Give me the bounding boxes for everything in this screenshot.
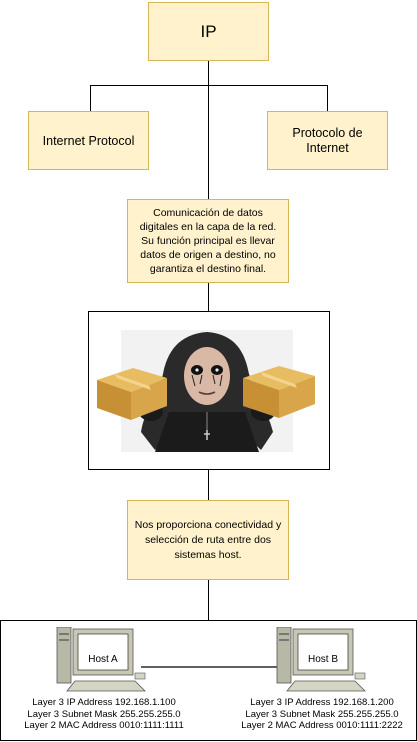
description-box: Comunicación de datos digitales en la ca…: [127, 199, 289, 283]
host-a-ip: Layer 3 IP Address 192.168.1.100: [32, 697, 176, 708]
connector-desc-image: [208, 283, 209, 311]
ip-title: IP: [200, 21, 217, 41]
host-b-mac: Layer 2 MAC Address 0010:1111:2222: [241, 720, 403, 731]
internet-protocol-box: Internet Protocol: [28, 111, 149, 170]
image-frame: [88, 311, 330, 470]
protocolo-internet-label: Protocolo de Internet: [292, 125, 363, 155]
protocolo-internet-box: Protocolo de Internet: [267, 111, 388, 170]
connector-image-conn: [208, 470, 209, 500]
network-frame: Host A Host B Layer 3 IP Address 192.168…: [0, 620, 417, 741]
connector-center: [208, 85, 209, 199]
connectivity-box: Nos proporciona conectividad y selección…: [127, 500, 289, 580]
host-b-mask: Layer 3 Subnet Mask 255.255.255.0: [245, 708, 399, 720]
host-b-ip: Layer 3 IP Address 192.168.1.200: [250, 697, 394, 708]
host-a-mac: Layer 2 MAC Address 0010:1111:1111: [24, 720, 184, 731]
host-b-info: Layer 3 IP Address 192.168.1.200 Layer 3…: [227, 697, 417, 732]
internet-protocol-label: Internet Protocol: [42, 133, 135, 148]
connectivity-text: Nos proporciona conectividad y selección…: [134, 518, 282, 561]
host-b-computer-icon: [276, 627, 366, 692]
connector-left-drop: [90, 85, 91, 111]
illustration: [97, 330, 315, 452]
host-a-info: Layer 3 IP Address 192.168.1.100 Layer 3…: [9, 697, 199, 732]
connector-right-drop: [327, 85, 328, 111]
network-cable: [141, 666, 281, 668]
connector-conn-network: [208, 580, 209, 620]
host-a-computer-icon: [56, 627, 146, 692]
host-a-name: Host A: [88, 653, 118, 665]
host-a-mask: Layer 3 Subnet Mask 255.255.255.0: [27, 708, 181, 720]
description-text: Comunicación de datos digitales en la ca…: [139, 207, 277, 275]
ip-title-box: IP: [148, 2, 269, 61]
host-b-name: Host B: [307, 653, 338, 665]
connector-top: [208, 61, 209, 85]
